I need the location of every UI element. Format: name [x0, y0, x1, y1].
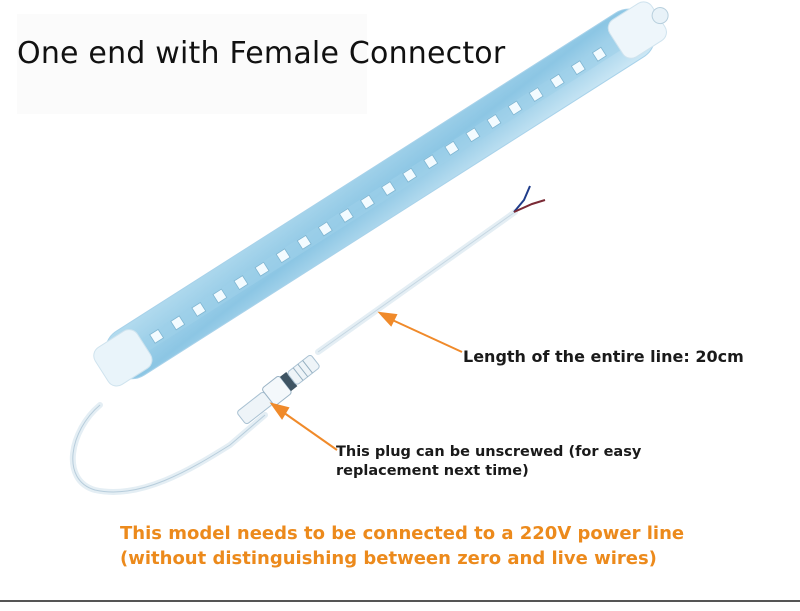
plug-annotation-line-1: This plug can be unscrewed (for easy — [336, 444, 642, 460]
arrow-plug — [269, 402, 338, 451]
plug-annotation-line-2: replacement next time) — [336, 463, 529, 479]
led-tube — [93, 1, 669, 387]
power-requirement-note: This model needs to be connected to a 22… — [120, 523, 685, 569]
bare-wire-blue — [513, 185, 531, 213]
length-annotation: Length of the entire line: 20cm — [463, 347, 744, 366]
bottom-divider — [0, 600, 800, 602]
title-background — [17, 14, 367, 114]
arrow-length — [377, 311, 463, 353]
bare-wire-red — [513, 199, 546, 213]
plug-annotation: This plug can be unscrewed (for easy rep… — [336, 443, 641, 481]
screw-connector — [237, 355, 320, 425]
page-title: One end with Female Connector — [17, 36, 506, 71]
